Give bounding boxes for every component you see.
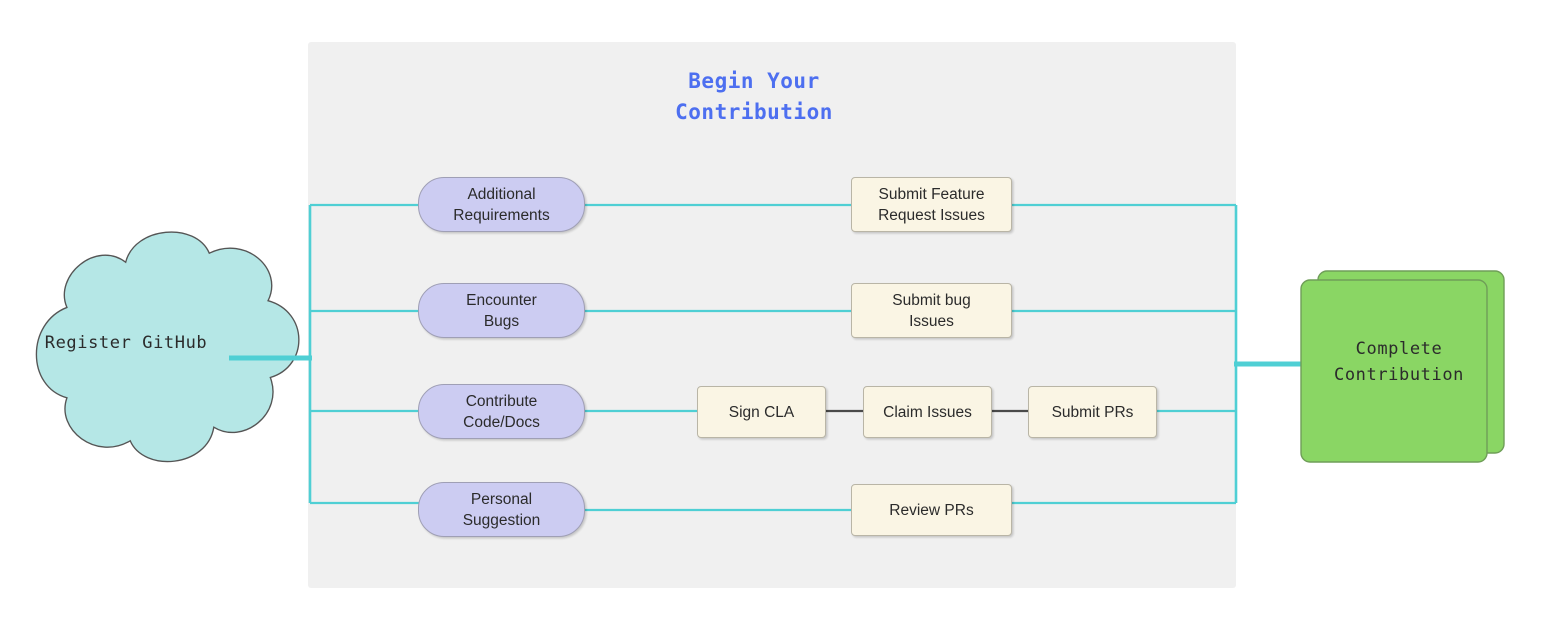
step-node-submit-feature-request-issues[interactable]: Submit Feature Request Issues bbox=[851, 177, 1012, 232]
step-label: Claim Issues bbox=[883, 403, 972, 421]
trigger-label: Additional Requirements bbox=[453, 185, 550, 224]
step-label: Sign CLA bbox=[728, 403, 795, 421]
step-label: Submit PRs bbox=[1051, 403, 1134, 421]
step-node-submit-bug-issues[interactable]: Submit bug Issues bbox=[851, 283, 1012, 338]
step-node-sign-cla[interactable]: Sign CLA bbox=[697, 386, 826, 438]
trigger-node-contribute-code-docs[interactable]: Contribute Code/Docs bbox=[418, 384, 585, 439]
trigger-label: Personal Suggestion bbox=[462, 490, 541, 529]
start-node-label: Register GitHub bbox=[44, 333, 208, 353]
step-node-review-prs[interactable]: Review PRs bbox=[851, 484, 1012, 536]
trigger-label: Contribute Code/Docs bbox=[463, 392, 540, 431]
step-label: Review PRs bbox=[889, 501, 974, 519]
step-node-claim-issues[interactable]: Claim Issues bbox=[863, 386, 992, 438]
step-label: Submit bug Issues bbox=[892, 291, 971, 330]
diagram-title: Begin Your Contribution bbox=[675, 69, 833, 124]
step-label: Submit Feature Request Issues bbox=[878, 185, 985, 224]
trigger-node-encounter-bugs[interactable]: Encounter Bugs bbox=[418, 283, 585, 338]
end-node-label: Complete Contribution bbox=[1333, 339, 1465, 385]
trigger-node-additional-requirements[interactable]: Additional Requirements bbox=[418, 177, 585, 232]
trigger-label: Encounter Bugs bbox=[466, 291, 537, 330]
trigger-node-personal-suggestion[interactable]: Personal Suggestion bbox=[418, 482, 585, 537]
complete-contribution-shape bbox=[1300, 270, 1505, 463]
cloud-shape bbox=[35, 231, 300, 463]
step-node-submit-prs[interactable]: Submit PRs bbox=[1028, 386, 1157, 438]
